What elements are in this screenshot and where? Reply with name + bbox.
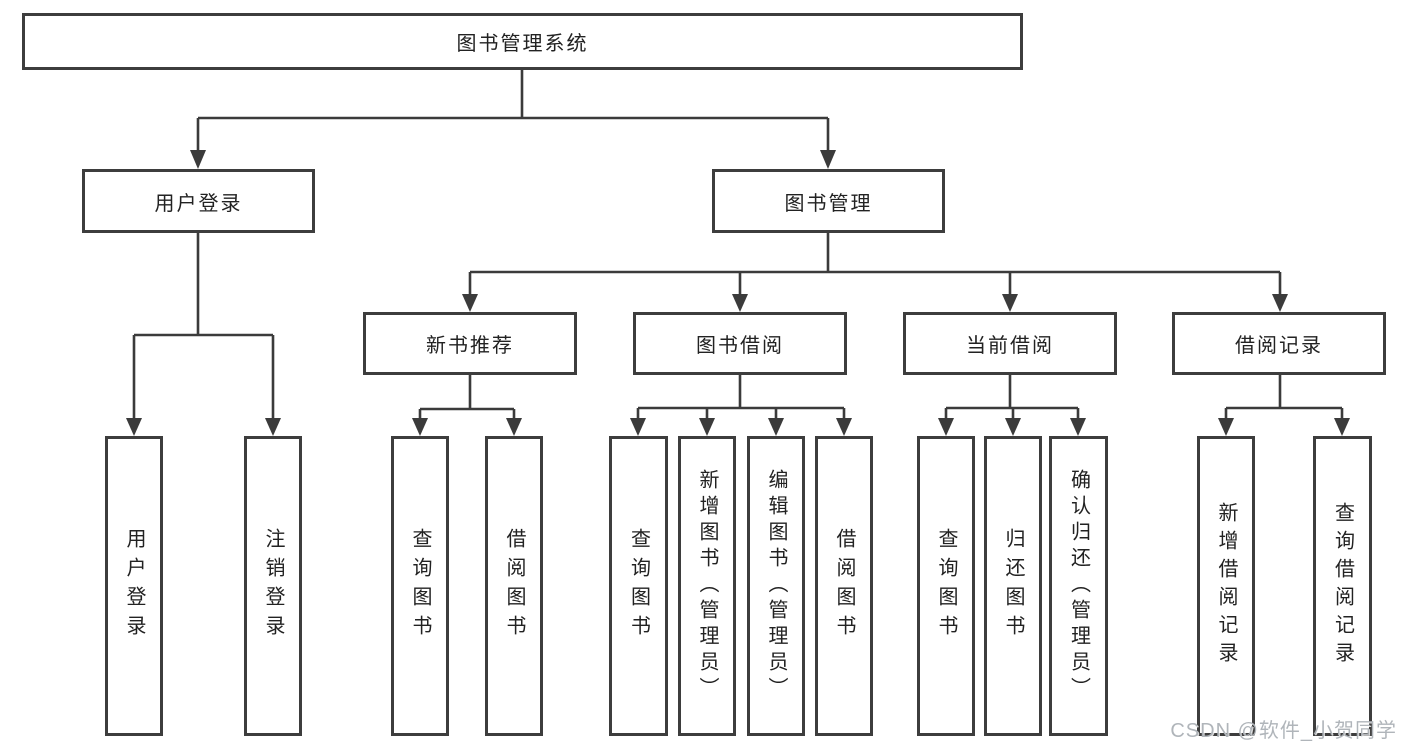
- connector-root-to-level2: [190, 70, 836, 169]
- node-root: 图书管理系统: [22, 13, 1023, 70]
- connector-borrow-records-to-leaves: [1218, 375, 1350, 436]
- leaf-borrow-books-recommend: 借阅图书: [485, 436, 543, 736]
- leaf-label: 查询图书: [627, 528, 650, 644]
- node-root-label: 图书管理系统: [456, 33, 589, 55]
- leaf-return-books: 归还图书: [984, 436, 1042, 736]
- node-book-borrow: 图书借阅: [633, 312, 847, 375]
- node-label: 图书借阅: [696, 335, 784, 357]
- node-label: 当前借阅: [966, 335, 1054, 357]
- node-label: 新书推荐: [426, 335, 514, 357]
- leaf-query-books-recommend: 查询图书: [391, 436, 449, 736]
- leaf-label: 编辑图书（管理员）: [765, 469, 787, 703]
- leaf-label: 归还图书: [1002, 528, 1024, 644]
- leaf-label: 借阅图书: [503, 528, 525, 644]
- node-user-login: 用户登录: [82, 169, 315, 233]
- leaf-label: 借阅图书: [833, 528, 855, 644]
- leaf-logout-login: 注销登录: [244, 436, 302, 736]
- leaf-label: 确认归还（管理员）: [1067, 469, 1090, 703]
- connector-new-book-recommend-to-leaves: [412, 375, 522, 436]
- node-current-borrow: 当前借阅: [903, 312, 1117, 375]
- leaf-query-books-borrow: 查询图书: [609, 436, 668, 736]
- leaf-borrow-books: 借阅图书: [815, 436, 873, 736]
- leaf-query-books-current: 查询图书: [917, 436, 975, 736]
- node-label: 用户登录: [154, 192, 243, 215]
- leaf-label: 注销登录: [262, 528, 284, 644]
- node-new-book-recommend: 新书推荐: [363, 312, 577, 375]
- node-label: 图书管理: [784, 192, 873, 215]
- connector-current-borrow-to-leaves: [938, 375, 1086, 436]
- csdn-watermark: CSDN @软件_小贺同学: [1170, 720, 1397, 742]
- leaf-label: 新增借阅记录: [1215, 502, 1237, 670]
- leaf-add-books-admin: 新增图书（管理员）: [678, 436, 736, 736]
- leaf-label: 查询借阅记录: [1331, 502, 1354, 670]
- node-book-management: 图书管理: [712, 169, 945, 233]
- leaf-label: 新增图书（管理员）: [696, 469, 718, 703]
- leaf-confirm-return-admin: 确认归还（管理员）: [1049, 436, 1108, 736]
- connector-user-login-to-leaves: [126, 233, 281, 436]
- connector-book-management-to-groups: [462, 233, 1288, 312]
- leaf-add-borrow-record: 新增借阅记录: [1197, 436, 1255, 736]
- connector-book-borrow-to-leaves: [630, 375, 852, 436]
- leaf-user-login: 用户登录: [105, 436, 163, 736]
- leaf-label: 查询图书: [409, 528, 431, 644]
- leaf-label: 查询图书: [935, 528, 957, 644]
- node-label: 借阅记录: [1235, 335, 1323, 357]
- leaf-label: 用户登录: [123, 528, 145, 644]
- leaf-edit-books-admin: 编辑图书（管理员）: [747, 436, 805, 736]
- leaf-query-borrow-record: 查询借阅记录: [1313, 436, 1372, 736]
- node-borrow-records: 借阅记录: [1172, 312, 1386, 375]
